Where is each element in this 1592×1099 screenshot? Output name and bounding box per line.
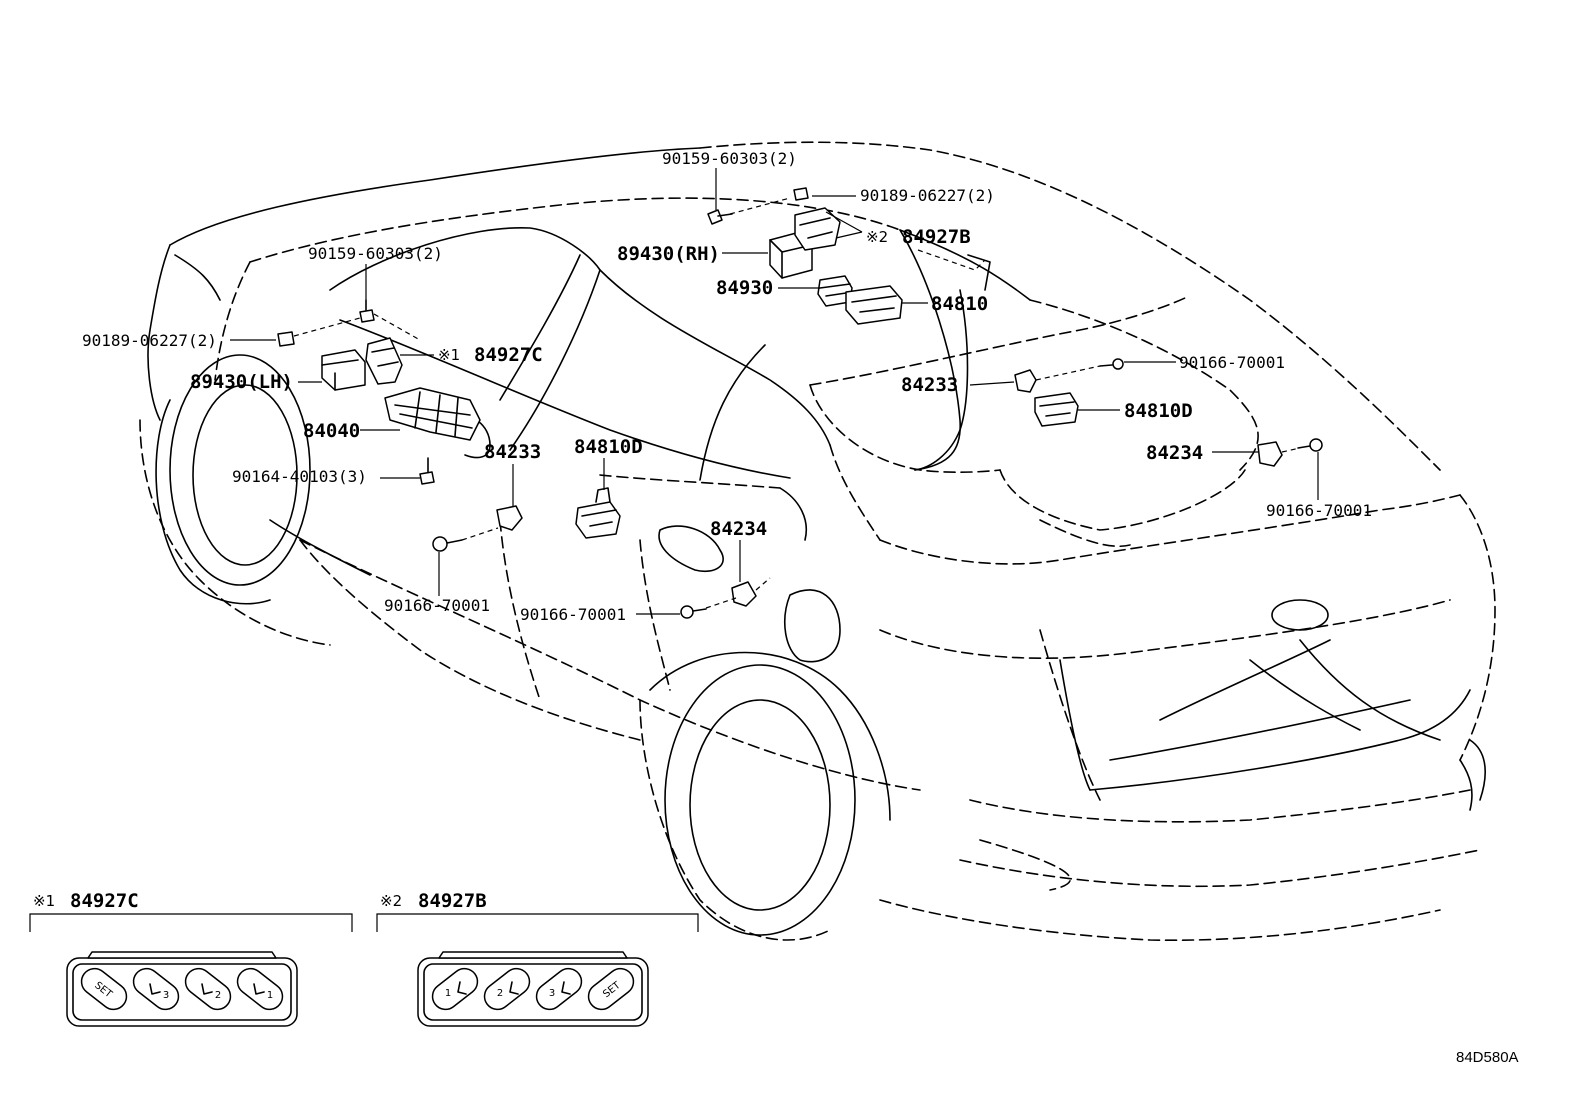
label-84233-left: 84233 bbox=[484, 441, 541, 463]
inset1-button-2: 2 bbox=[184, 967, 232, 1011]
label-90159-60303-top: 90159-60303(2) bbox=[662, 149, 797, 168]
part-84233-left bbox=[496, 505, 523, 531]
part-84234-right bbox=[1257, 441, 1283, 467]
inset1-button-1: 1 bbox=[236, 967, 284, 1011]
part-84927c bbox=[365, 337, 403, 385]
leader-lines bbox=[230, 168, 1319, 615]
inset1-part-number: 84927C bbox=[70, 890, 139, 912]
label-84930: 84930 bbox=[716, 277, 773, 299]
inset2-mark: ※2 bbox=[380, 892, 402, 910]
inset1-button-3: 3 bbox=[132, 967, 180, 1011]
screw-90166-r1 bbox=[1099, 358, 1124, 370]
svg-text:3: 3 bbox=[163, 990, 169, 1001]
label-90166-70001-center: 90166-70001 bbox=[520, 605, 626, 624]
label-mark-1: ※1 bbox=[438, 346, 460, 364]
drawing-code: 84D580A bbox=[1456, 1049, 1519, 1066]
label-90189-06227-top: 90189-06227(2) bbox=[860, 186, 995, 205]
svg-text:2: 2 bbox=[497, 988, 503, 999]
inset2-button-1: 1 bbox=[431, 967, 479, 1011]
bolt-90159-left bbox=[359, 299, 375, 323]
inset2-part-number: 84927B bbox=[418, 890, 487, 912]
part-84234-center bbox=[731, 581, 757, 607]
label-84810: 84810 bbox=[931, 293, 988, 315]
label-84927b: 84927B bbox=[902, 226, 971, 248]
label-89430-rh: 89430(RH) bbox=[617, 243, 720, 265]
part-84810d-right bbox=[1034, 392, 1079, 427]
label-90164-40103: 90164-40103(3) bbox=[232, 467, 367, 486]
part-84810 bbox=[845, 285, 903, 325]
svg-text:2: 2 bbox=[215, 990, 221, 1001]
svg-text:3: 3 bbox=[549, 988, 555, 999]
clip-90189-top bbox=[793, 187, 809, 201]
svg-text:1: 1 bbox=[267, 990, 273, 1001]
label-90189-06227-left: 90189-06227(2) bbox=[82, 331, 217, 350]
label-90166-70001-right2: 90166-70001 bbox=[1266, 501, 1372, 520]
label-90166-70001-right1: 90166-70001 bbox=[1179, 353, 1285, 372]
screw-90166-center bbox=[680, 605, 707, 619]
label-84810d-center: 84810D bbox=[574, 436, 643, 458]
inset2-button-set: SET bbox=[587, 967, 635, 1011]
inset-84927c: ※1 84927C SET 3 2 1 bbox=[29, 890, 353, 1027]
screw-90166-left bbox=[432, 536, 463, 552]
label-84810d-right: 84810D bbox=[1124, 400, 1193, 422]
svg-text:1: 1 bbox=[445, 988, 451, 999]
label-84040: 84040 bbox=[303, 420, 360, 442]
label-84234-right: 84234 bbox=[1146, 442, 1203, 464]
label-84234-center: 84234 bbox=[710, 518, 767, 540]
inset2-button-3: 3 bbox=[535, 967, 583, 1011]
inset2-button-2: 2 bbox=[483, 967, 531, 1011]
label-84233-right: 84233 bbox=[901, 374, 958, 396]
inset1-mark: ※1 bbox=[33, 892, 55, 910]
screw-90164 bbox=[419, 457, 435, 485]
label-mark-2: ※2 bbox=[866, 228, 888, 246]
label-90159-60303-left: 90159-60303(2) bbox=[308, 244, 443, 263]
label-89430-lh: 89430(LH) bbox=[190, 371, 293, 393]
part-84927b bbox=[794, 207, 841, 251]
car-body-outline bbox=[139, 141, 1496, 942]
parts bbox=[277, 187, 1323, 619]
label-84927c: 84927C bbox=[474, 344, 543, 366]
clip-90189-left bbox=[277, 331, 295, 347]
inset1-button-set: SET bbox=[80, 967, 128, 1011]
bolt-90159-top bbox=[707, 209, 733, 225]
screw-90166-r2 bbox=[1297, 438, 1323, 452]
part-89430-lh bbox=[321, 349, 366, 391]
part-84233-right bbox=[1014, 369, 1037, 393]
inset-84927b: ※2 84927B 1 2 3 SET bbox=[376, 890, 699, 1027]
label-90166-70001-left: 90166-70001 bbox=[384, 596, 490, 615]
part-84810d-center bbox=[575, 501, 621, 539]
part-labels: 90159-60303(2) 90189-06227(2) ※2 84927B … bbox=[82, 149, 1372, 624]
